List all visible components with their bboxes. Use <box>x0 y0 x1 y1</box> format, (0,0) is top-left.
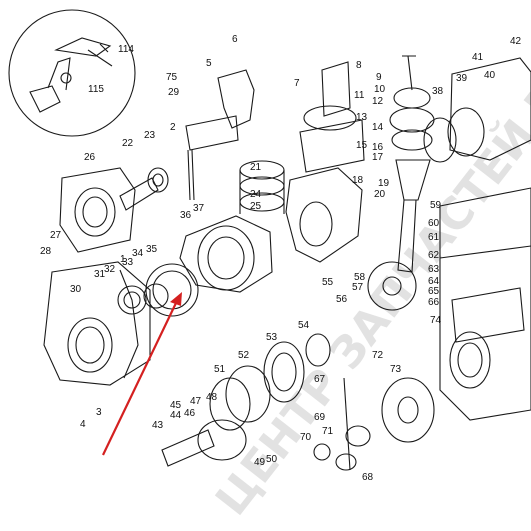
callout-71: 71 <box>322 426 334 437</box>
callout-114: 114 <box>118 44 134 55</box>
shaft-22 <box>119 167 169 211</box>
callout-59: 59 <box>430 200 442 211</box>
housing-36 <box>179 215 273 293</box>
callout-49: 49 <box>254 457 266 468</box>
gear-stack-21 <box>239 160 285 214</box>
callout-3: 3 <box>96 407 102 418</box>
callout-64: 64 <box>428 276 440 287</box>
callout-36: 36 <box>180 210 192 221</box>
callout-56: 56 <box>336 294 348 305</box>
callout-4: 4 <box>80 419 86 430</box>
callout-18: 18 <box>352 175 364 186</box>
callout-47: 47 <box>190 396 202 407</box>
bracket-5 <box>185 69 255 201</box>
callout-63: 63 <box>428 264 440 275</box>
callout-45: 45 <box>170 400 182 411</box>
callout-26: 26 <box>84 152 96 163</box>
callout-32: 32 <box>104 264 116 275</box>
callout-38: 38 <box>432 86 444 97</box>
callout-13: 13 <box>356 112 368 123</box>
callout-30: 30 <box>70 284 82 295</box>
callout-10: 10 <box>374 84 386 95</box>
callout-57: 57 <box>352 282 364 293</box>
callout-7: 7 <box>294 78 300 89</box>
callout-67: 67 <box>314 374 326 385</box>
callout-2: 2 <box>170 122 176 133</box>
callout-25: 25 <box>250 201 262 212</box>
callout-62: 62 <box>428 250 440 261</box>
callout-16: 16 <box>372 142 384 153</box>
gear-58 <box>367 261 417 311</box>
callout-50: 50 <box>266 454 278 465</box>
callout-29: 29 <box>168 87 180 98</box>
callout-22: 22 <box>122 138 134 149</box>
callout-70: 70 <box>300 432 312 443</box>
housing-39 <box>423 57 531 163</box>
callout-75: 75 <box>166 72 178 83</box>
callout-37: 37 <box>193 203 205 214</box>
callout-5: 5 <box>206 58 212 69</box>
callout-23: 23 <box>144 130 156 141</box>
flange-26 <box>59 167 136 253</box>
callout-33: 33 <box>122 257 134 268</box>
callout-72: 72 <box>372 350 384 361</box>
line-art <box>8 9 531 471</box>
callout-15: 15 <box>356 140 368 151</box>
callout-19: 19 <box>378 178 390 189</box>
callout-8: 8 <box>356 60 362 71</box>
right-column <box>389 55 435 273</box>
callout-51: 51 <box>214 364 226 375</box>
shaft-8 <box>299 61 365 173</box>
pointer-arrow <box>102 292 182 456</box>
gearbox-74 <box>439 187 531 421</box>
inset-detail <box>8 9 136 137</box>
callout-11: 11 <box>354 90 365 101</box>
callout-1: 1 <box>120 254 126 265</box>
callout-43: 43 <box>152 420 164 431</box>
housing-18 <box>285 167 363 263</box>
flange-73 <box>313 377 435 471</box>
callout-34: 34 <box>132 248 144 259</box>
callout-41: 41 <box>472 52 484 63</box>
callout-48: 48 <box>206 392 218 403</box>
callout-74: 74 <box>430 315 442 326</box>
callout-66: 66 <box>428 297 440 308</box>
callout-61: 61 <box>428 232 440 243</box>
callout-9: 9 <box>376 72 382 83</box>
callout-115: 115 <box>88 84 104 95</box>
callout-12: 12 <box>372 96 384 107</box>
callout-55: 55 <box>322 277 334 288</box>
callout-39: 39 <box>456 73 468 84</box>
callout-44: 44 <box>170 410 182 421</box>
callout-53: 53 <box>266 332 278 343</box>
callout-27: 27 <box>50 230 62 241</box>
callout-46: 46 <box>184 408 196 419</box>
callout-21: 21 <box>250 162 262 173</box>
callout-20: 20 <box>374 189 386 200</box>
callout-14: 14 <box>372 122 384 133</box>
callout-65: 65 <box>428 286 440 297</box>
callout-24: 24 <box>250 189 262 200</box>
callout-54: 54 <box>298 320 310 331</box>
callout-31: 31 <box>94 269 106 280</box>
callout-6: 6 <box>232 34 238 45</box>
left-cover <box>43 261 151 386</box>
bottom-assembly <box>161 333 331 467</box>
callout-28: 28 <box>40 246 52 257</box>
callout-52: 52 <box>238 350 250 361</box>
callout-42: 42 <box>510 36 522 47</box>
callout-35: 35 <box>146 244 158 255</box>
callout-68: 68 <box>362 472 374 483</box>
callout-58: 58 <box>354 272 366 283</box>
callout-60: 60 <box>428 218 440 229</box>
callout-17: 17 <box>372 152 384 163</box>
callout-40: 40 <box>484 70 496 81</box>
callout-69: 69 <box>314 412 326 423</box>
callout-73: 73 <box>390 364 402 375</box>
